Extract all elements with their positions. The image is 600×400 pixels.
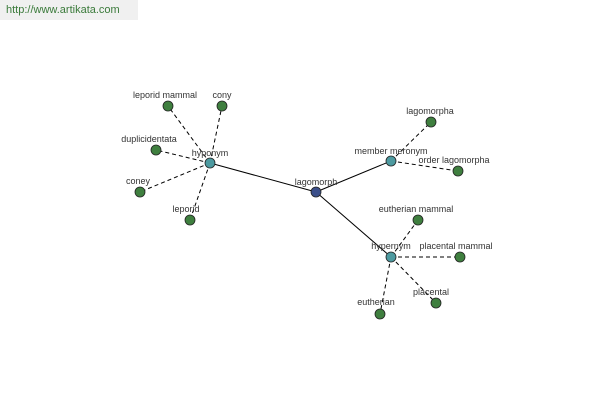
node-label-leporid-mammal: leporid mammal: [133, 90, 197, 100]
node-label-lagomorpha: lagomorpha: [406, 106, 454, 116]
edge-hyponym-coney: [139, 162, 211, 193]
node-lagomorph[interactable]: lagomorph: [295, 177, 338, 198]
node-circle-root[interactable]: [310, 186, 322, 198]
edges-dashed: [139, 105, 460, 315]
node-circle-placental-mammal[interactable]: [454, 251, 466, 263]
node-circle-coney[interactable]: [134, 186, 146, 198]
edge-hyponym-cony: [209, 105, 223, 164]
node-label-placental: placental: [413, 287, 449, 297]
node-leporid-mammal[interactable]: leporid mammal: [133, 90, 197, 112]
node-hypernym[interactable]: hypernym: [371, 241, 411, 263]
node-label-coney: coney: [126, 176, 151, 186]
node-duplicidentata[interactable]: duplicidentata: [121, 134, 177, 156]
node-circle-placental[interactable]: [430, 297, 442, 309]
node-cony[interactable]: cony: [212, 90, 232, 112]
node-circle-leporid[interactable]: [184, 214, 196, 226]
node-label-hyponym: hyponym: [192, 148, 229, 158]
node-eutherian-mammal[interactable]: eutherian mammal: [379, 204, 454, 226]
node-member-meronym[interactable]: member meronym: [354, 146, 428, 167]
node-hyponym[interactable]: hyponym: [192, 148, 229, 169]
node-eutherian[interactable]: eutherian: [357, 297, 395, 320]
node-circle-eutherian-mammal[interactable]: [412, 214, 424, 226]
edges-solid: [209, 160, 392, 258]
edge-hypernym-eutherian: [379, 256, 392, 315]
node-label-placental-mammal: placental mammal: [419, 241, 492, 251]
edge-hyponym-duplicidentata: [155, 149, 211, 164]
node-label-cony: cony: [212, 90, 232, 100]
node-label-order-lagomorpha: order lagomorpha: [418, 155, 489, 165]
edge-lagomorph-member-meronym: [315, 160, 392, 193]
node-circle-hypernym[interactable]: [385, 251, 397, 263]
node-circle-order-lagomorpha[interactable]: [452, 165, 464, 177]
node-label-eutherian-mammal: eutherian mammal: [379, 204, 454, 214]
node-coney[interactable]: coney: [126, 176, 151, 198]
edge-member-meronym-lagomorpha: [390, 121, 432, 162]
node-circle-lagomorpha[interactable]: [425, 116, 437, 128]
site-url[interactable]: http://www.artikata.com: [0, 0, 138, 20]
node-order-lagomorpha[interactable]: order lagomorpha: [418, 155, 490, 177]
node-label-root: lagomorph: [295, 177, 338, 187]
node-placental-mammal[interactable]: placental mammal: [419, 241, 493, 263]
edge-member-meronym-order-lagomorpha: [390, 160, 459, 172]
edge-hypernym-eutherian-mammal: [390, 219, 419, 258]
node-circle-member-meronym[interactable]: [385, 155, 397, 167]
node-label-hypernym: hypernym: [371, 241, 411, 251]
node-circle-cony[interactable]: [216, 100, 228, 112]
node-circle-eutherian[interactable]: [374, 308, 386, 320]
node-label-member-meronym: member meronym: [354, 146, 427, 156]
node-label-duplicidentata: duplicidentata: [121, 134, 177, 144]
node-circle-hyponym[interactable]: [204, 157, 216, 169]
edge-lagomorph-hypernym: [315, 191, 392, 258]
node-label-leporid: leporid: [172, 204, 199, 214]
node-lagomorpha[interactable]: lagomorpha: [406, 106, 454, 128]
node-label-eutherian: eutherian: [357, 297, 395, 307]
node-circle-leporid-mammal[interactable]: [162, 100, 174, 112]
node-placental[interactable]: placental: [413, 287, 449, 309]
edge-lagomorph-hyponym: [209, 162, 317, 193]
edge-hyponym-leporid-mammal: [167, 105, 211, 164]
edge-hypernym-placental: [390, 256, 437, 304]
edge-hyponym-leporid: [189, 162, 211, 221]
node-circle-duplicidentata[interactable]: [150, 144, 162, 156]
node-leporid[interactable]: leporid: [172, 204, 200, 226]
